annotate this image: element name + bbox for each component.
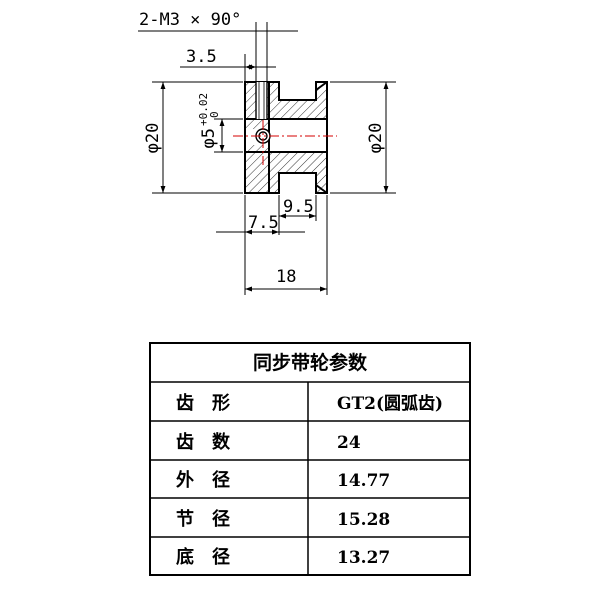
pulley-section-view bbox=[233, 81, 337, 194]
dim-3-5-label: 3.5 bbox=[186, 47, 217, 67]
row-value-outer-diameter: 14.77 bbox=[337, 471, 390, 491]
row-label-tooth-count: 齿 数 bbox=[176, 431, 231, 453]
table-row: 齿 数 24 bbox=[176, 431, 361, 453]
dimensions bbox=[138, 22, 396, 295]
section-lower-hatch bbox=[245, 145, 327, 193]
row-label-tooth-profile: 齿 形 bbox=[176, 392, 230, 414]
row-value-pitch-diameter: 15.28 bbox=[337, 510, 390, 530]
table-row: 底 径 13.27 bbox=[176, 546, 390, 568]
screw-note-label: 2-M3 × 90° bbox=[139, 10, 241, 30]
dim-18-label: 18 bbox=[276, 267, 296, 287]
table-row: 外 径 14.77 bbox=[176, 469, 390, 491]
bore-upper-tolerance: +0.02 bbox=[197, 93, 210, 126]
row-value-tooth-count: 24 bbox=[337, 433, 361, 453]
dimension-labels: 2-M3 × 90° 3.5 φ20 φ5 +0.02 0 φ20 9.5 7.… bbox=[139, 10, 386, 287]
dim-phi20-left-label: φ20 bbox=[143, 123, 163, 154]
row-value-tooth-profile: GT2(圆弧齿) bbox=[337, 393, 443, 414]
set-screw-hole bbox=[255, 82, 271, 144]
bore-lower-tolerance: 0 bbox=[208, 111, 221, 118]
row-label-root-diameter: 底 径 bbox=[176, 546, 230, 568]
row-value-root-diameter: 13.27 bbox=[337, 548, 390, 568]
bore-diameter-label: φ5 bbox=[199, 128, 219, 148]
centerlines bbox=[233, 120, 337, 165]
row-label-outer-diameter: 外 径 bbox=[176, 469, 230, 491]
table-row: 节 径 15.28 bbox=[176, 508, 390, 530]
table-row: 齿 形 GT2(圆弧齿) bbox=[176, 392, 443, 414]
table-title: 同步带轮参数 bbox=[253, 351, 368, 374]
row-label-pitch-diameter: 节 径 bbox=[176, 508, 230, 530]
dim-9-5-label: 9.5 bbox=[283, 197, 314, 217]
dim-7-5-label: 7.5 bbox=[248, 213, 279, 233]
pulley-parameter-table: 同步带轮参数 齿 形 GT2(圆弧齿) 齿 数 24 外 径 14.77 节 径… bbox=[149, 342, 471, 576]
dim-phi20-right-label: φ20 bbox=[366, 123, 386, 154]
